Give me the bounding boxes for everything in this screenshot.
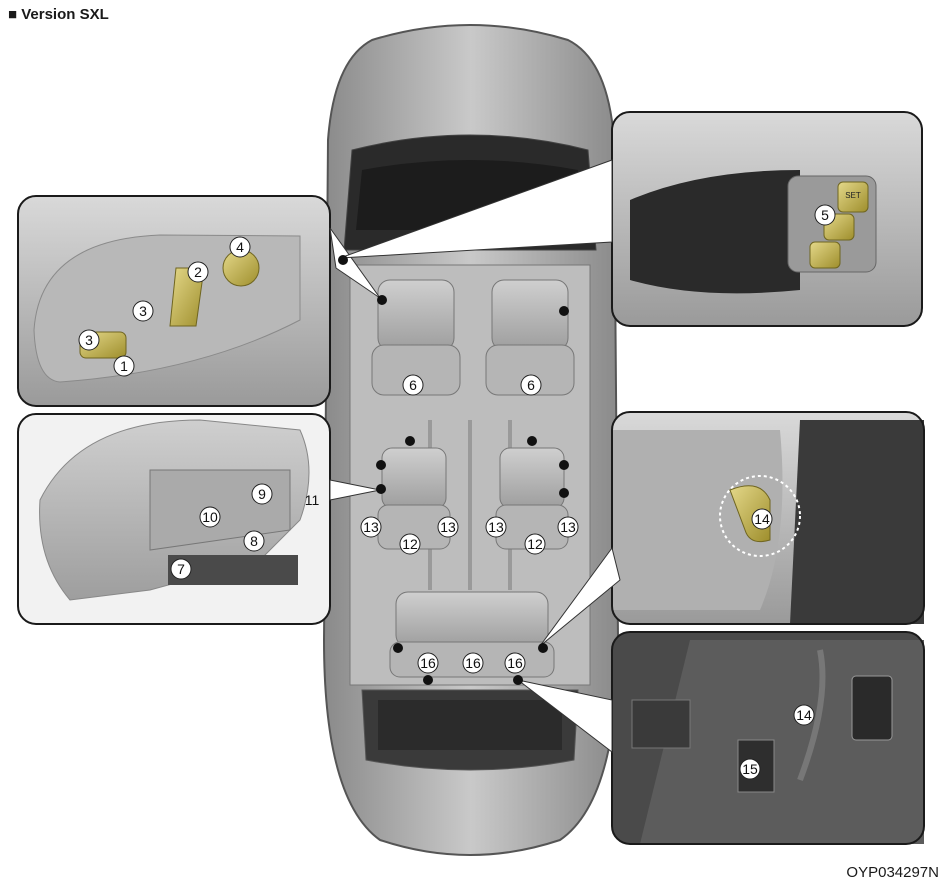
svg-text:2: 2 bbox=[194, 264, 202, 280]
svg-text:6: 6 bbox=[409, 377, 417, 393]
svg-text:13: 13 bbox=[440, 519, 456, 535]
callout-14a: 14 bbox=[751, 508, 773, 530]
inset-memory-switch: SET bbox=[611, 111, 923, 327]
svg-text:13: 13 bbox=[488, 519, 504, 535]
svg-text:16: 16 bbox=[465, 655, 481, 671]
svg-text:12: 12 bbox=[402, 536, 418, 552]
callout-4: 4 bbox=[229, 236, 251, 258]
callout-14b: 14 bbox=[793, 704, 815, 726]
inset-seat-side bbox=[17, 413, 331, 625]
callout-3a: 3 bbox=[78, 329, 100, 351]
callout-7: 7 bbox=[170, 558, 192, 580]
callout-16c: 16 bbox=[504, 652, 526, 674]
callout-3b: 3 bbox=[132, 300, 154, 322]
callout-10: 10 bbox=[199, 506, 221, 528]
middle-seat-left bbox=[377, 447, 451, 550]
svg-text:15: 15 bbox=[742, 761, 758, 777]
set-button-label: SET bbox=[845, 191, 861, 200]
middle-seat-right bbox=[495, 447, 569, 550]
svg-text:14: 14 bbox=[796, 707, 812, 723]
svg-text:16: 16 bbox=[420, 655, 436, 671]
svg-text:1: 1 bbox=[120, 358, 128, 374]
svg-text:13: 13 bbox=[560, 519, 576, 535]
car-top-view bbox=[322, 24, 620, 856]
svg-text:3: 3 bbox=[85, 332, 93, 348]
svg-text:3: 3 bbox=[139, 303, 147, 319]
front-seat-right bbox=[485, 279, 575, 396]
svg-text:8: 8 bbox=[250, 533, 258, 549]
section-title: ■ Version SXL bbox=[8, 6, 109, 23]
front-seat-left bbox=[371, 279, 461, 396]
pointer-dots bbox=[338, 255, 569, 685]
image-code: OYP034297N bbox=[846, 864, 939, 881]
callout-12a: 12 bbox=[399, 533, 421, 555]
svg-text:7: 7 bbox=[177, 561, 185, 577]
callout-13a: 13 bbox=[360, 516, 382, 538]
svg-text:13: 13 bbox=[363, 519, 379, 535]
svg-text:4: 4 bbox=[236, 239, 244, 255]
callout-2: 2 bbox=[187, 261, 209, 283]
callout-1: 1 bbox=[113, 355, 135, 377]
svg-text:10: 10 bbox=[202, 509, 218, 525]
callout-16a: 16 bbox=[417, 652, 439, 674]
callout-6b: 6 bbox=[520, 374, 542, 396]
callout-13d: 13 bbox=[557, 516, 579, 538]
svg-text:16: 16 bbox=[507, 655, 523, 671]
svg-text:12: 12 bbox=[527, 536, 543, 552]
callout-15: 15 bbox=[739, 758, 761, 780]
callout-5: 5 bbox=[814, 204, 836, 226]
callout-numbers: 1 2 3 3 4 5 6 6 7 8 9 10 11 12 12 13 13 … bbox=[78, 204, 836, 780]
svg-text:14: 14 bbox=[754, 511, 770, 527]
inset-cargo-area bbox=[611, 631, 925, 845]
callout-8: 8 bbox=[243, 530, 265, 552]
svg-text:6: 6 bbox=[527, 377, 535, 393]
callout-9: 9 bbox=[251, 483, 273, 505]
callout-11: 11 bbox=[305, 492, 320, 508]
callout-16b: 16 bbox=[462, 652, 484, 674]
callout-13c: 13 bbox=[485, 516, 507, 538]
inset-seat-switches bbox=[17, 195, 331, 407]
leader-lines bbox=[329, 159, 621, 754]
svg-text:9: 9 bbox=[258, 486, 266, 502]
callout-6a: 6 bbox=[402, 374, 424, 396]
svg-text:11: 11 bbox=[305, 492, 320, 508]
callout-12b: 12 bbox=[524, 533, 546, 555]
callout-13b: 13 bbox=[437, 516, 459, 538]
svg-text:5: 5 bbox=[821, 207, 829, 223]
